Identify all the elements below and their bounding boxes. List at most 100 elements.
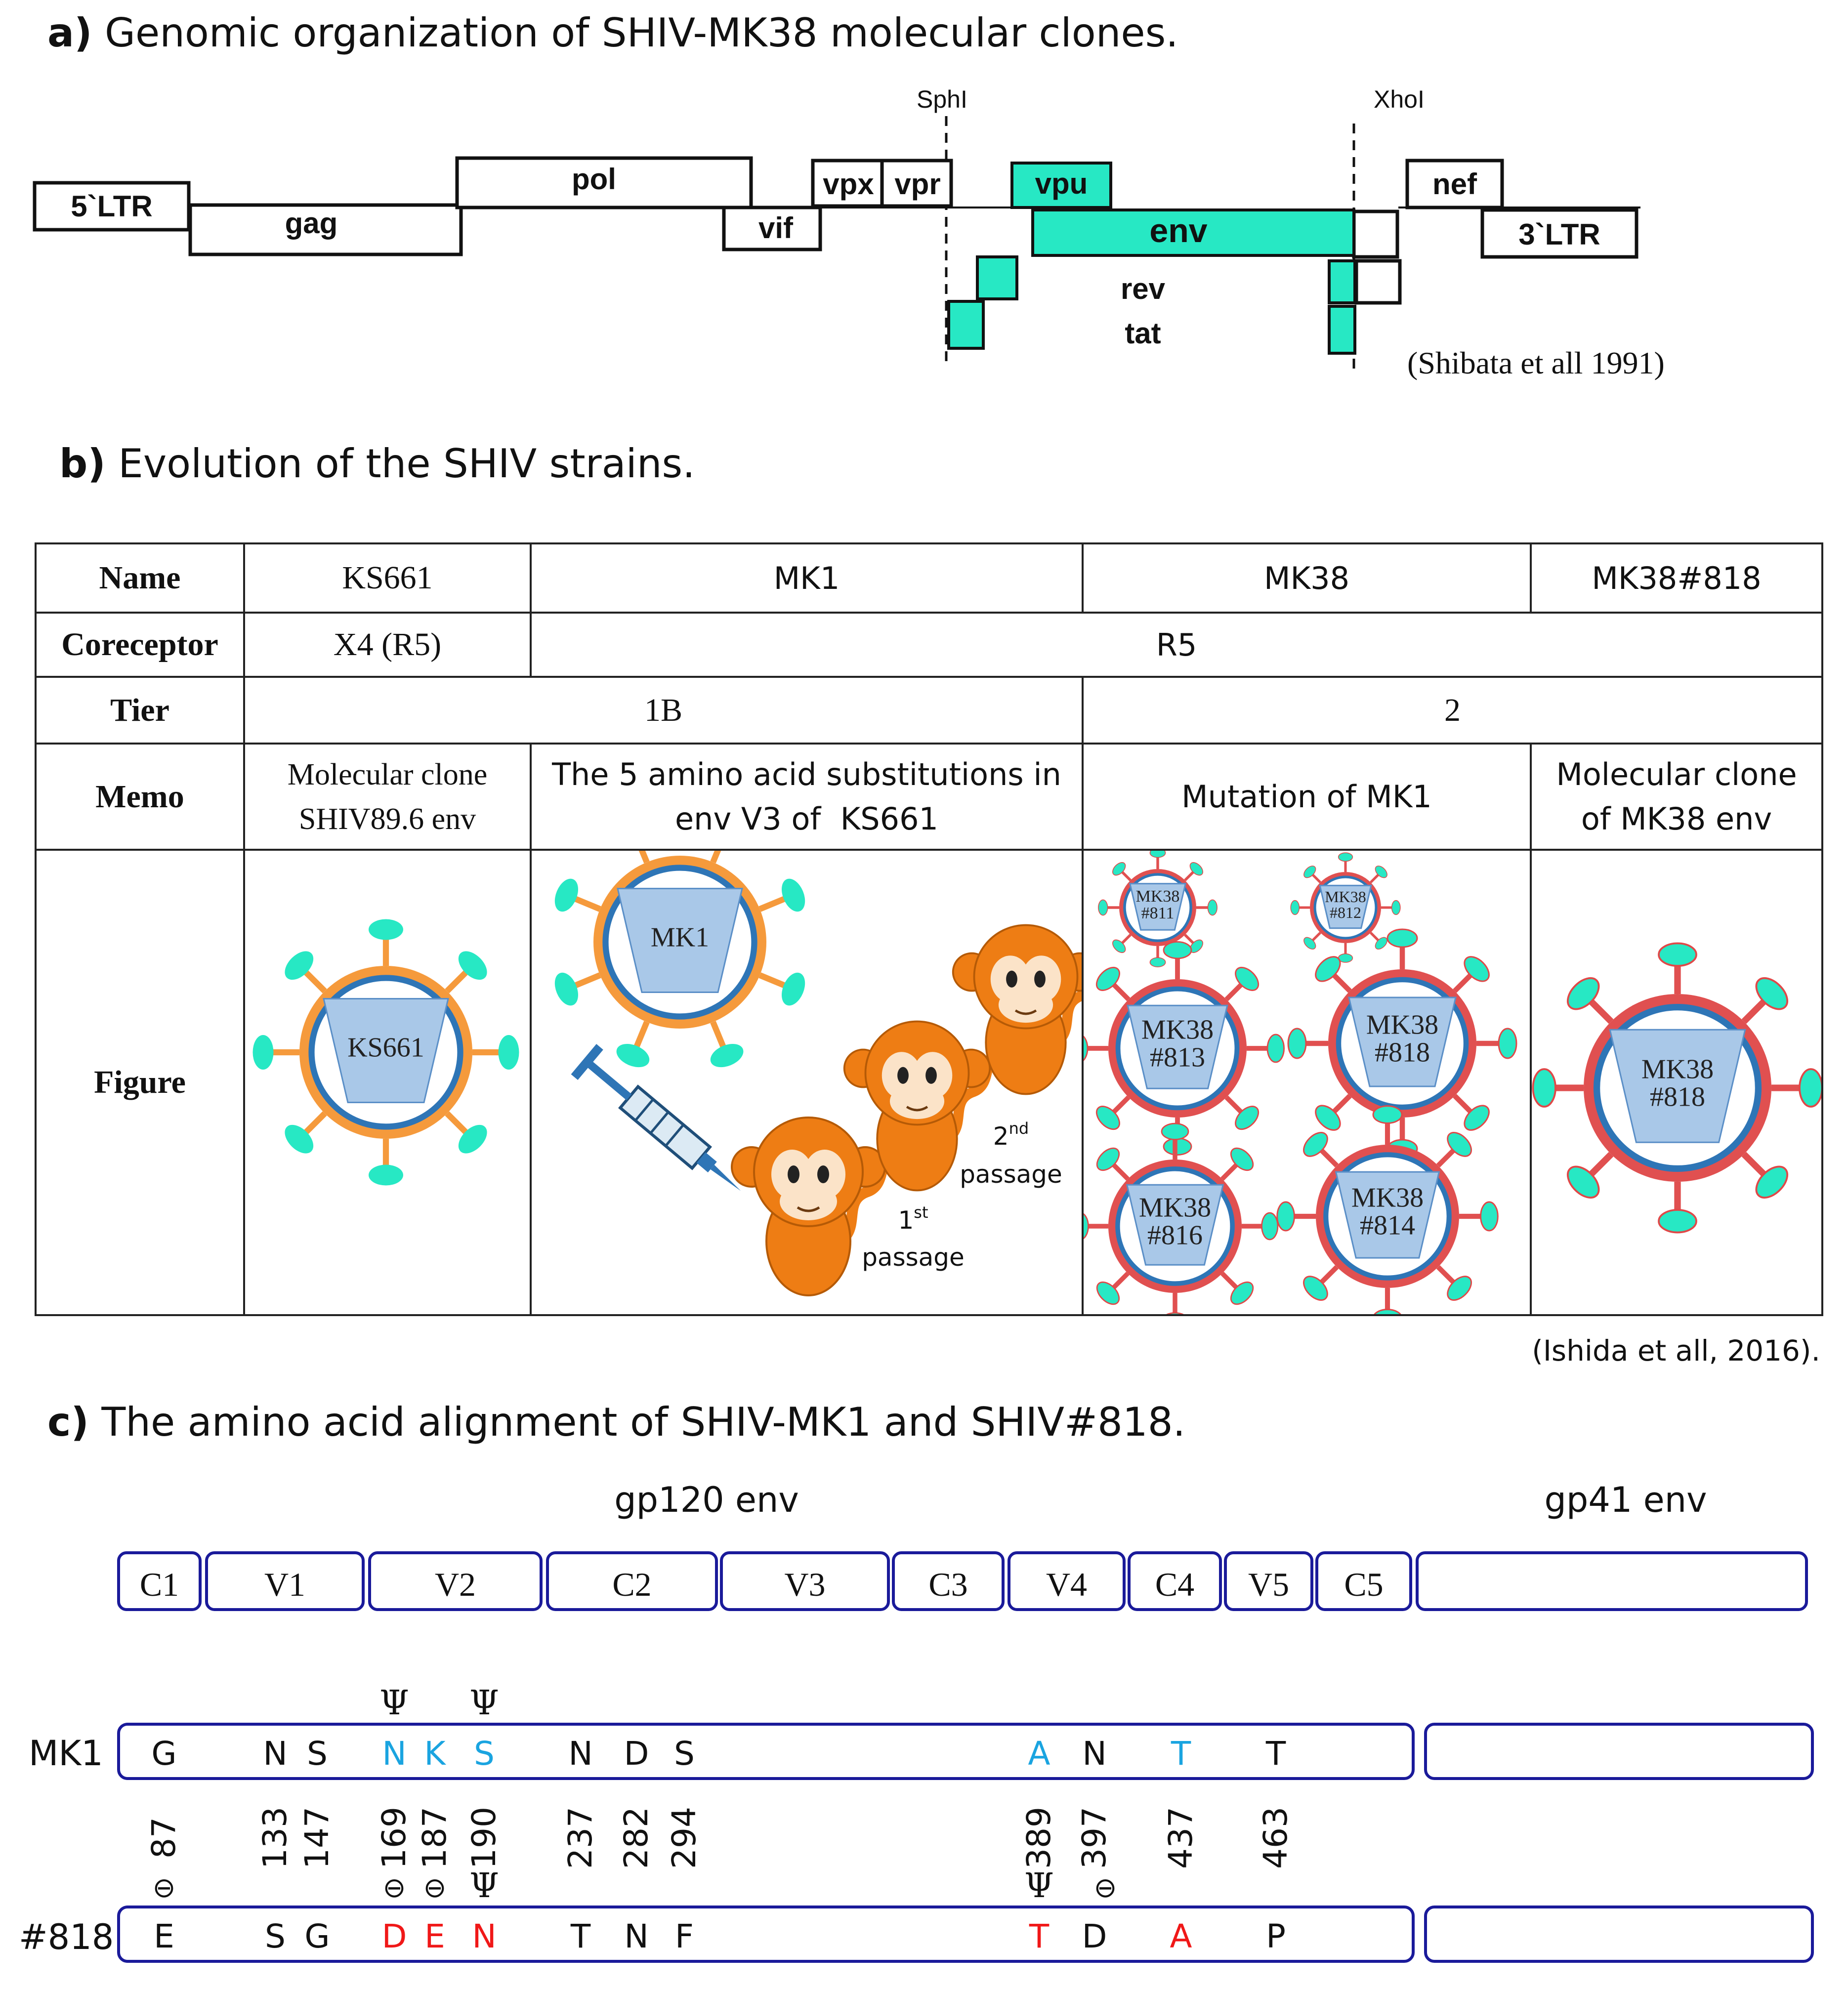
virus-mk38-813: MK38#813 bbox=[1084, 941, 1285, 1156]
gene-vpu-box bbox=[1010, 162, 1112, 209]
virus-spike-stalk bbox=[1224, 982, 1244, 1001]
virus-label: KS661 bbox=[347, 1032, 424, 1063]
passage2-sup: nd bbox=[1009, 1119, 1029, 1138]
virus-capsid bbox=[1127, 1004, 1228, 1089]
s818-residue-133: S bbox=[265, 1917, 286, 1955]
tier-1b: 1B bbox=[243, 676, 1084, 745]
passage1-sup: st bbox=[914, 1203, 928, 1222]
s818-glycan-marker: Ψ bbox=[1024, 1866, 1054, 1906]
monkey-icon bbox=[843, 1020, 1002, 1192]
virus-capsid bbox=[1609, 1029, 1746, 1143]
virus-label-line: MK38 bbox=[1136, 887, 1180, 906]
memo-mk38-818: Molecular clone of MK38 env bbox=[1530, 743, 1823, 851]
virus-spike-stalk bbox=[1741, 997, 1768, 1024]
virus-spike-stalk bbox=[1111, 982, 1131, 1001]
s818-residue-389: T bbox=[1029, 1917, 1050, 1955]
position-237: 237 bbox=[561, 1807, 599, 1869]
virus-mk38-816: MK38#816 bbox=[1084, 1122, 1279, 1314]
virus-spike-stalk bbox=[303, 969, 327, 994]
virus-spike-protein bbox=[1235, 1106, 1260, 1130]
virus-spike-stalk bbox=[1319, 1148, 1339, 1168]
gene-5ltr-label: 5`LTR bbox=[71, 190, 153, 223]
virus-mk1: MK1 bbox=[554, 851, 805, 1068]
virus-spike-protein bbox=[1799, 1068, 1821, 1108]
position-437: 437 bbox=[1162, 1807, 1200, 1869]
virus-spike-protein bbox=[498, 1035, 519, 1070]
region-box-c1 bbox=[117, 1551, 202, 1611]
memo-ks661: Molecular clone SHIV89.6 env bbox=[243, 743, 532, 851]
virus-spike-protein bbox=[1112, 862, 1126, 876]
virus-label-line: #818 bbox=[1650, 1081, 1705, 1112]
virus-spike-stalk bbox=[710, 1021, 727, 1049]
s818-residue-169: D bbox=[382, 1917, 407, 1955]
panel-b-heading: b) Evolution of the SHIV strains. bbox=[59, 441, 695, 487]
virus-spike-protein bbox=[782, 878, 805, 912]
virus-spike-protein bbox=[1230, 1281, 1254, 1305]
gene-env-box bbox=[1031, 208, 1355, 257]
virus-spike-protein bbox=[1235, 966, 1260, 991]
s818-residue-397: D bbox=[1082, 1917, 1107, 1955]
region-label-v1: V1 bbox=[264, 1566, 305, 1603]
position-463: 463 bbox=[1257, 1807, 1295, 1869]
region-box-v1 bbox=[205, 1551, 365, 1611]
virus-mk38-818: MK38#818 bbox=[1287, 928, 1517, 1159]
s818-residue-237: T bbox=[570, 1917, 591, 1955]
virus-spike-protein bbox=[252, 1035, 274, 1070]
panel-a-letter: a) bbox=[47, 10, 92, 56]
virus-label-line: #813 bbox=[1150, 1042, 1205, 1073]
virus-spike-protein bbox=[1096, 1281, 1120, 1305]
virus-spike-protein bbox=[1480, 1201, 1499, 1232]
virus-spike-stalk bbox=[1453, 1094, 1473, 1115]
virus-spike-stalk bbox=[1121, 870, 1132, 881]
virus-spike-stalk bbox=[1587, 1152, 1614, 1178]
virus-spike-stalk bbox=[1741, 1152, 1768, 1178]
position-147: 147 bbox=[298, 1807, 336, 1869]
s818-residue-437: A bbox=[1170, 1917, 1192, 1955]
gene-gag-box bbox=[188, 203, 463, 256]
row-header-figure: Figure bbox=[35, 849, 245, 1316]
virus-spike-protein bbox=[1161, 1122, 1189, 1140]
memo-ks661-line1: Molecular clone bbox=[287, 757, 488, 791]
virus-spike-stalk bbox=[573, 972, 601, 989]
s818-gp41-bar bbox=[1424, 1906, 1814, 1963]
virus-spike-protein bbox=[458, 951, 487, 980]
row-header-memo: Memo bbox=[35, 743, 245, 851]
syringe-icon bbox=[571, 1044, 741, 1191]
figure-ks661-cell: KS661 bbox=[243, 849, 532, 1316]
s818-residue-87: E bbox=[154, 1917, 174, 1955]
virus-spike-stalk bbox=[1453, 972, 1473, 993]
gp120-label: gp120 env bbox=[614, 1480, 799, 1520]
s818-gp120-bar bbox=[117, 1906, 1415, 1963]
position-397: 397 bbox=[1075, 1807, 1113, 1869]
mk1-glycan-marker: Ψ bbox=[379, 1684, 409, 1723]
xhoi-label: XhoI bbox=[1374, 85, 1425, 113]
genome-map: SphI XhoI 5`LTR gag pol vif vpx bbox=[33, 85, 1665, 380]
virus-spike-protein bbox=[369, 1164, 403, 1186]
virus-spike-protein bbox=[1386, 928, 1418, 948]
table-row-coreceptor: Coreceptor X4 (R5) R5 bbox=[35, 612, 1823, 678]
region-box-v4 bbox=[1008, 1551, 1126, 1611]
virus-spike-stalk bbox=[1311, 873, 1321, 883]
region-label-v4: V4 bbox=[1046, 1566, 1087, 1603]
virus-spike-stalk bbox=[1311, 932, 1321, 942]
virus-spike-stalk bbox=[1111, 1162, 1130, 1181]
virus-spike-protein bbox=[1112, 939, 1126, 953]
virus-label: MK38#814 bbox=[1351, 1182, 1424, 1241]
virus-spike-protein bbox=[1261, 1212, 1279, 1241]
name-mk38-818: MK38#818 bbox=[1530, 542, 1823, 614]
mk1-residue-437: T bbox=[1171, 1735, 1191, 1773]
position-282: 282 bbox=[617, 1807, 655, 1869]
virus-spike-protein bbox=[1374, 1309, 1401, 1314]
s818-charge-marker: ⊖ bbox=[153, 1872, 176, 1904]
mk1-residue-389: A bbox=[1028, 1735, 1050, 1773]
tat-exon2-box bbox=[1328, 305, 1356, 355]
region-box-v2 bbox=[368, 1551, 543, 1611]
memo-ks661-line2: SHIV89.6 env bbox=[298, 802, 476, 836]
virus-capsid bbox=[1348, 996, 1457, 1087]
virus-spike-protein bbox=[1276, 1201, 1295, 1232]
region-label-v3: V3 bbox=[784, 1566, 825, 1603]
mk1-residue-237: N bbox=[568, 1735, 592, 1773]
virus-label: MK38#818 bbox=[1366, 1009, 1438, 1068]
virus-spike-protein bbox=[1375, 937, 1387, 950]
